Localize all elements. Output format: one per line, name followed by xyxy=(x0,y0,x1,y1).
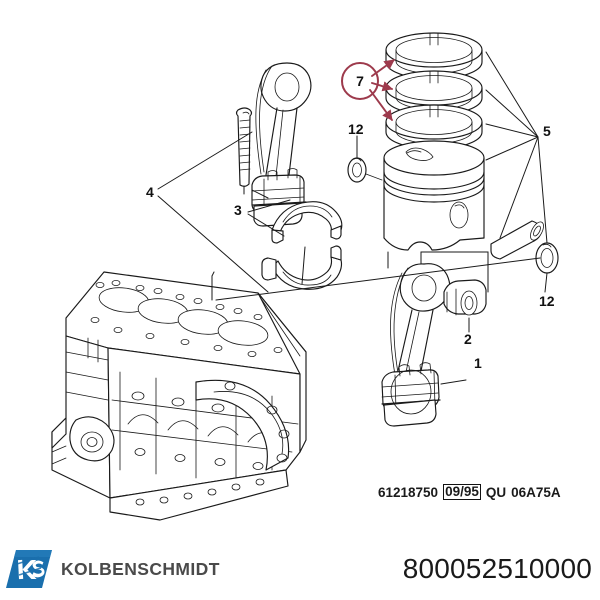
drawing-reference: 61218750 09/95 QU 06A75A xyxy=(378,484,561,501)
drawing-ref-suffix: 06A75A xyxy=(511,484,561,500)
callout-label-3: 3 xyxy=(234,203,242,217)
callout-12-lower-leader xyxy=(544,272,548,293)
circlip-upper-drawing xyxy=(347,157,383,183)
callout-label-12-lower: 12 xyxy=(539,294,555,308)
brand-name: KOLBENSCHMIDT xyxy=(61,558,220,579)
callout-5-leaders xyxy=(485,51,548,244)
piston-drawing xyxy=(383,140,485,251)
install-leader-tip xyxy=(211,271,215,277)
callout-3-text: 3 xyxy=(234,202,242,218)
callout-1-leaders xyxy=(387,251,489,385)
footer-bar: KOLBENSCHMIDT 800052510000 xyxy=(0,538,600,600)
part-number: 800052510000 xyxy=(402,553,592,584)
callout-1-text: 1 xyxy=(474,355,482,371)
bolt-link-leader xyxy=(251,189,269,199)
callout-3-leaders xyxy=(247,199,291,237)
connecting-rod-bolt-drawing xyxy=(235,107,253,195)
callout-label-2: 2 xyxy=(464,332,472,346)
callout-label-12-upper: 12 xyxy=(348,122,364,136)
callout-7-text: 7 xyxy=(356,73,364,89)
kolbenschmidt-ks-logo-icon xyxy=(6,550,52,588)
install-leader-diagonal xyxy=(215,257,541,301)
callout-label-1: 1 xyxy=(474,356,482,370)
piston-pin-drawing xyxy=(490,220,544,260)
callout-label-4: 4 xyxy=(146,185,154,199)
connecting-rod-upper-drawing xyxy=(251,62,312,227)
engine-block-drawing xyxy=(51,271,307,521)
callout-2-text: 2 xyxy=(464,331,472,347)
callout-highlight-7: 7 xyxy=(341,62,379,100)
drawing-ref-number: 61218750 xyxy=(378,484,439,500)
connecting-rod-lower-drawing xyxy=(381,263,451,427)
callout-5-text: 5 xyxy=(543,123,551,139)
callout-label-5: 5 xyxy=(543,124,551,138)
brand-block: KOLBENSCHMIDT xyxy=(6,548,220,590)
bearing-link-leader xyxy=(301,246,306,285)
callout-12-lower-text: 12 xyxy=(539,293,555,309)
callout-12-upper-text: 12 xyxy=(348,121,364,137)
callout-4-text: 4 xyxy=(146,184,154,200)
piston-ring-set-drawing xyxy=(385,32,483,150)
drawing-ref-code: QU xyxy=(485,484,507,500)
drawing-ref-date: 09/95 xyxy=(443,484,481,501)
callout-4-leaders xyxy=(157,131,269,293)
small-end-bushing-drawing xyxy=(443,279,487,333)
bearing-shell-lower-drawing xyxy=(261,245,343,290)
bearing-shell-upper-drawing xyxy=(271,201,343,244)
